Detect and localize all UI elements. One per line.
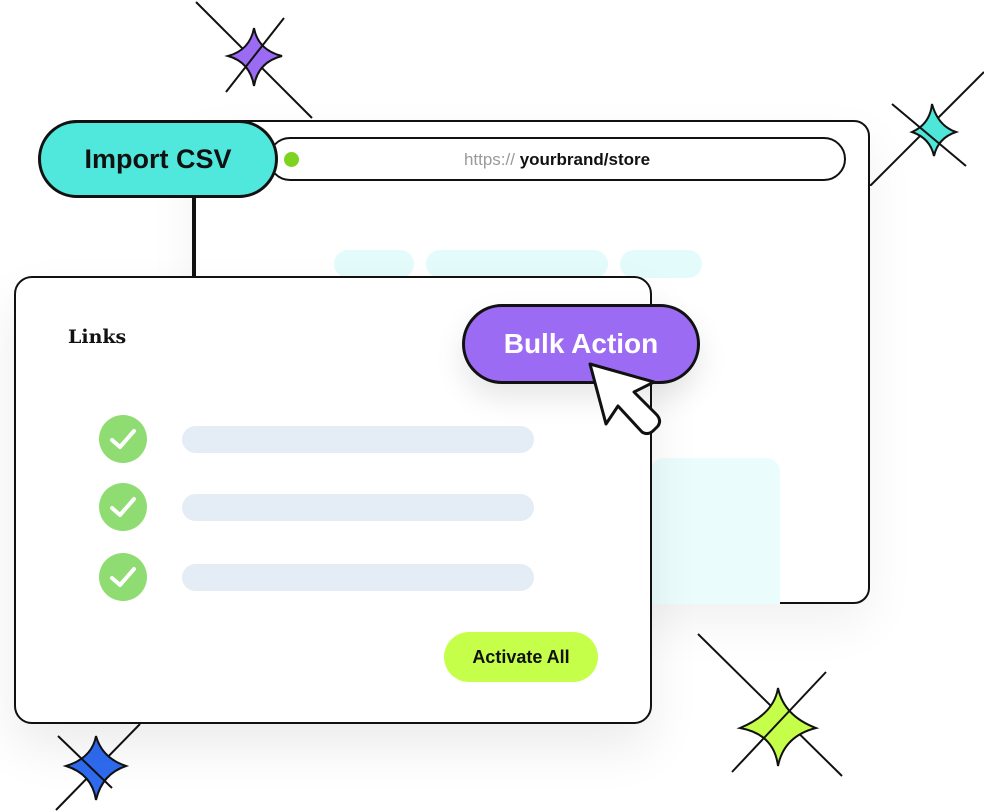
content-placeholder [650,458,780,604]
import-csv-button[interactable]: Import CSV [38,120,278,198]
link-placeholder [182,494,534,521]
bulk-action-label: Bulk Action [503,328,659,359]
url-scheme: https:// [463,150,515,169]
sparkle-purple-icon [195,1,313,119]
link-row-3 [98,552,558,604]
checkmark-circle-icon[interactable] [98,414,148,464]
url-text: https:// yourbrand/store [270,150,844,170]
nav-placeholder-3 [620,250,702,278]
sparkle-teal-icon [869,71,984,186]
activate-all-button[interactable]: Activate All [444,632,598,682]
import-csv-label: Import CSV [84,143,232,174]
activate-all-label: Activate All [472,646,570,667]
checkmark-circle-icon[interactable] [98,482,148,532]
nav-placeholder-1 [334,250,414,278]
connector-line [192,196,195,282]
nav-placeholder-2 [426,250,608,278]
link-row-1 [98,414,558,466]
link-row-2 [98,482,558,534]
sparkle-blue-icon [55,723,141,811]
status-dot-icon [284,152,299,167]
link-placeholder [182,426,534,453]
pointer-cursor-icon [588,362,662,436]
url-host: yourbrand/store [519,150,651,169]
bulk-action-button[interactable]: Bulk Action [462,304,700,384]
panel-title: Links [68,326,127,348]
sparkle-lime-icon [697,633,843,777]
checkmark-circle-icon[interactable] [98,552,148,602]
address-bar[interactable]: https:// yourbrand/store [268,137,846,181]
link-placeholder [182,564,534,591]
